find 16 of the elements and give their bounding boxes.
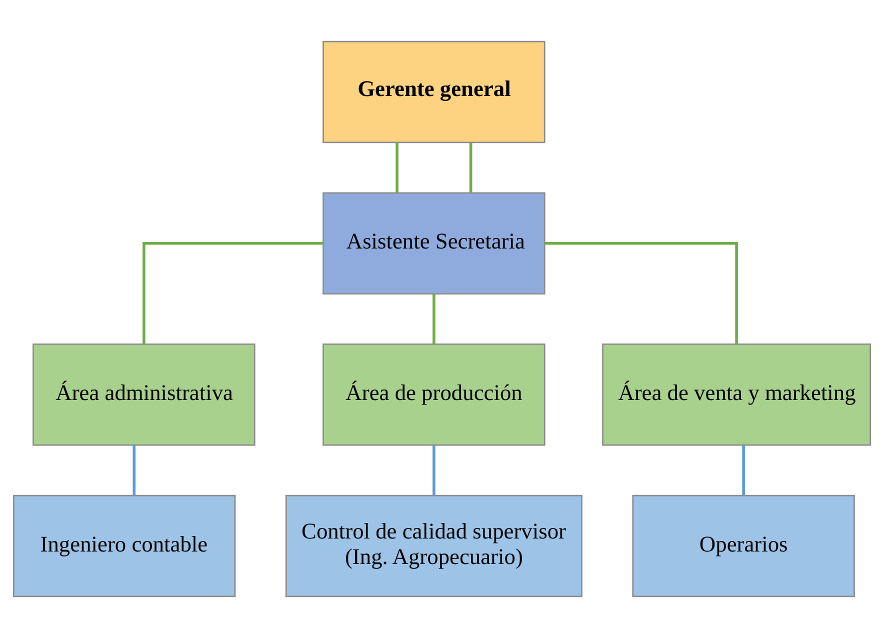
connector (432, 294, 436, 344)
node-box: Área de producción (322, 343, 546, 446)
node-box: Área administrativa (32, 343, 256, 446)
connector (469, 142, 472, 192)
node-box: Asistente Secretaria (322, 192, 546, 294)
node-box: Gerente general (322, 40, 546, 143)
node-box: Control de calidad supervisor (Ing. Agropecuario) (285, 494, 582, 597)
node-box: Ingeniero contable (12, 494, 236, 597)
connector (544, 241, 738, 344)
node-box: Operarios (632, 494, 855, 597)
node-box: Área de venta y marketing (602, 343, 872, 446)
connector (742, 444, 745, 495)
connector (132, 444, 136, 495)
connector (396, 142, 398, 192)
connector (432, 444, 436, 495)
connector (142, 241, 324, 344)
